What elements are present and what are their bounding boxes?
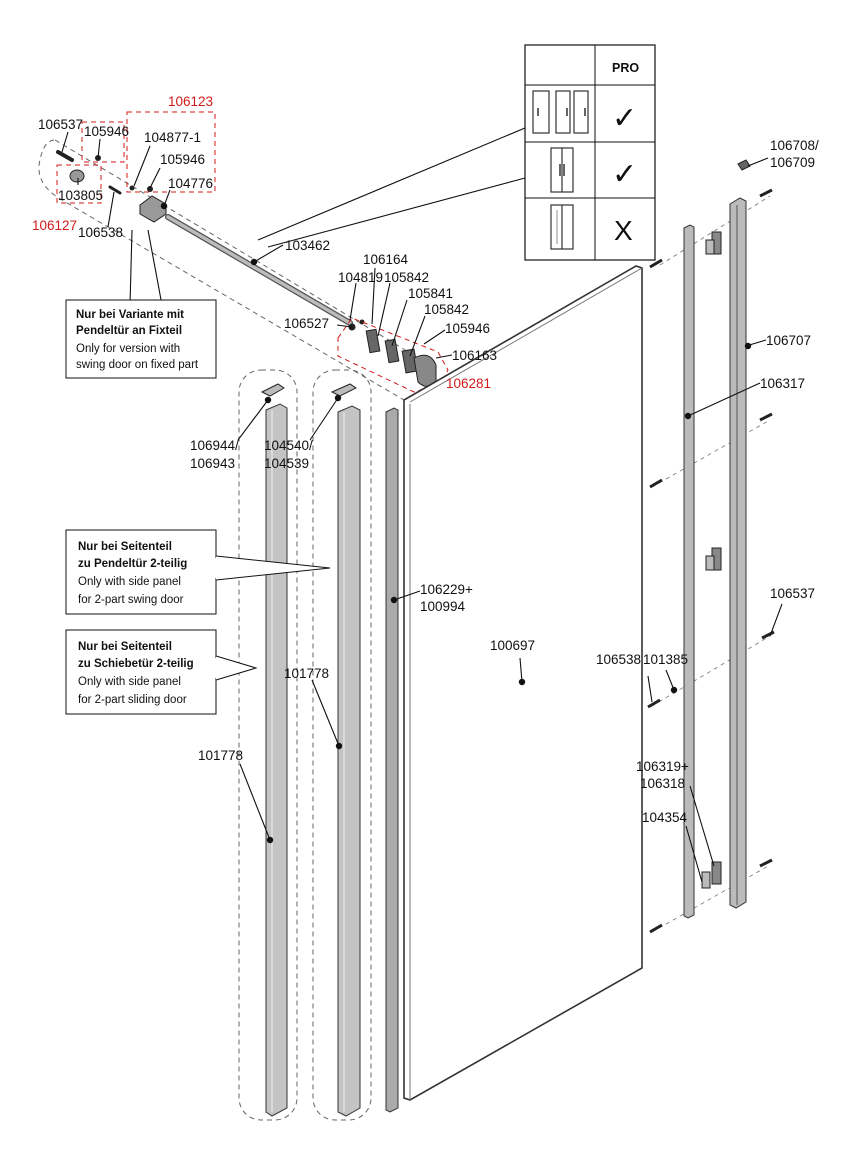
label-100697: 100697 (490, 638, 535, 653)
callout-labels: 106123 106537 105946 104877-1 105946 104… (32, 94, 819, 825)
label-106318: 106318 (640, 776, 685, 791)
label-104819: 104819 (338, 270, 383, 285)
leader-dots (160, 202, 752, 844)
label-100994: 100994 (420, 599, 466, 614)
label-105946-a: 105946 (84, 124, 129, 139)
label-101778-left: 101778 (198, 748, 243, 763)
label-106123: 106123 (168, 94, 213, 109)
cross-icon: X (614, 215, 633, 246)
label-106708: 106708/ (770, 138, 819, 153)
label-106538-right: 106538 (596, 652, 641, 667)
svg-text:zu Schiebetür 2-teilig: zu Schiebetür 2-teilig (78, 658, 194, 670)
svg-text:for 2-part sliding door: for 2-part sliding door (78, 694, 187, 706)
label-105946-b: 105946 (160, 152, 205, 167)
label-106527: 106527 (284, 316, 329, 331)
note-pendeltuer: Nur bei Variante mit Pendeltür an Fixtei… (65, 299, 217, 379)
label-106538-top: 106538 (78, 225, 123, 240)
label-103462: 103462 (285, 238, 330, 253)
profile-group-mid (312, 369, 372, 1121)
label-106281: 106281 (446, 376, 491, 391)
door-config-icon-2 (550, 147, 574, 193)
red-box-106127 (56, 164, 102, 204)
hinge-bottom (701, 861, 722, 889)
label-103805: 103805 (58, 188, 103, 203)
hinge-profile-106317 (683, 224, 695, 919)
svg-text:Only for version with: Only for version with (76, 343, 180, 355)
svg-text:Nur bei Variante mit: Nur bei Variante mit (76, 309, 184, 321)
hinge-top (705, 231, 722, 255)
label-105841: 105841 (408, 286, 453, 301)
wall-profile (385, 407, 399, 1113)
table-pointer-line (257, 127, 526, 241)
svg-text:Pendeltür an Fixteil: Pendeltür an Fixteil (76, 325, 182, 337)
label-104776: 104776 (168, 176, 213, 191)
label-106537-top: 106537 (38, 117, 83, 132)
label-106537-right: 106537 (770, 586, 815, 601)
wall-channel-106707 (729, 197, 747, 909)
red-box-106123 (126, 111, 216, 193)
label-106229: 106229+ (420, 582, 473, 597)
label-106943: 106943 (190, 456, 235, 471)
svg-text:Only with side panel: Only with side panel (78, 576, 181, 588)
check-icon: ✓ (612, 102, 637, 135)
label-106319: 106319+ (636, 759, 689, 774)
header-rail-group (38, 139, 437, 405)
table-pointer-line (267, 177, 526, 248)
label-104540: 104540/ (264, 438, 313, 453)
label-105946-c: 105946 (445, 321, 490, 336)
label-101385: 101385 (643, 652, 688, 667)
note-seitenteil-pendel: Nur bei Seitenteil zu Pendeltür 2-teilig… (65, 529, 331, 615)
label-106164: 106164 (363, 252, 409, 267)
svg-text:zu Pendeltür 2-teilig: zu Pendeltür 2-teilig (78, 558, 187, 570)
svg-text:Nur bei Seitenteil: Nur bei Seitenteil (78, 641, 172, 653)
label-105842-b: 105842 (424, 302, 469, 317)
svg-text:Nur bei Seitenteil: Nur bei Seitenteil (78, 541, 172, 553)
label-106709: 106709 (770, 155, 815, 170)
note-seitenteil-schiebe: Nur bei Seitenteil zu Schiebetür 2-teili… (65, 629, 258, 715)
label-101778-mid: 101778 (284, 666, 329, 681)
label-106317: 106317 (760, 376, 805, 391)
label-106944: 106944/ (190, 438, 239, 453)
compatibility-table: PRO ✓ ✓ X (524, 44, 656, 261)
label-104877-1: 104877-1 (144, 130, 201, 145)
svg-text:Only with side panel: Only with side panel (78, 676, 181, 688)
label-104354: 104354 (642, 810, 688, 825)
label-105842-a: 105842 (384, 270, 429, 285)
table-header-pro: PRO (612, 61, 639, 75)
door-config-icon-3 (550, 204, 574, 250)
leader-lines (61, 131, 783, 883)
svg-text:swing door on fixed part: swing door on fixed part (76, 359, 199, 371)
label-104539: 104539 (264, 456, 309, 471)
label-106127: 106127 (32, 218, 77, 233)
profile-group-left (238, 369, 298, 1121)
red-box-105946-a (81, 121, 125, 163)
door-config-icon-1 (532, 90, 589, 134)
check-icon: ✓ (612, 158, 637, 191)
hinge-mid (705, 547, 722, 571)
svg-text:for 2-part swing door: for 2-part swing door (78, 594, 184, 606)
label-106707: 106707 (766, 333, 811, 348)
label-106163: 106163 (452, 348, 497, 363)
